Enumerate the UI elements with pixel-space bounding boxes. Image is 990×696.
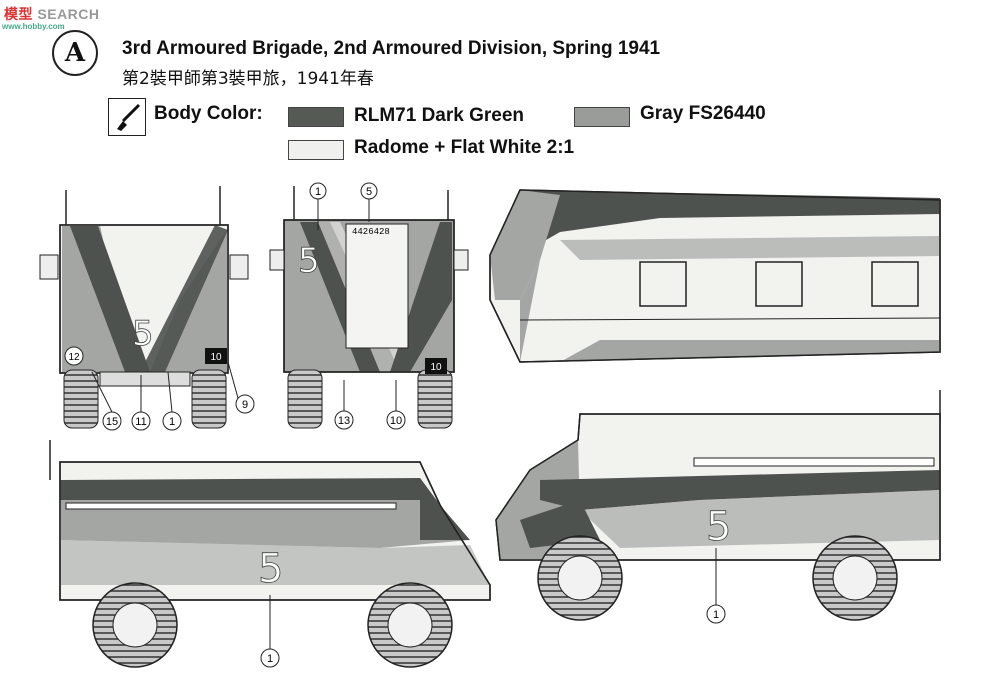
callout-1d: 1 [706, 548, 726, 624]
plate-rear: 10 [430, 362, 442, 373]
front-view: 5 12 10 [39, 186, 249, 429]
callout-10: 10 [386, 380, 406, 430]
swatch-gray [574, 107, 630, 127]
rear-view: 5 4426428 10 [269, 186, 469, 429]
svg-text:1: 1 [315, 186, 321, 198]
watermark-url: www.hobby.com [2, 22, 65, 31]
legend-label-gray: Gray FS26440 [640, 103, 766, 124]
svg-text:13: 13 [338, 415, 350, 427]
legend-label-white: Radome + Flat White 2:1 [354, 137, 575, 158]
callout-9: 9 [227, 361, 255, 414]
legend-heading: Body Color: [154, 103, 263, 124]
vehicle-number-left: 5 [258, 546, 283, 592]
callout-11: 11 [131, 375, 151, 431]
swatch-dark-green [288, 107, 344, 127]
top-view [489, 189, 941, 363]
svg-text:1: 1 [267, 653, 273, 665]
svg-text:10: 10 [390, 415, 402, 427]
svg-text:5: 5 [366, 186, 372, 198]
svg-text:1: 1 [169, 416, 175, 428]
callout-5: 5 [360, 182, 378, 222]
swatch-white [288, 140, 344, 160]
plate-front-left: 12 [68, 352, 80, 363]
callouts: 1 5 15 11 1 9 13 10 1 1 [91, 182, 726, 668]
watermark-logo: 模型 SEARCH [4, 6, 100, 22]
scheme-subtitle: 第2裝甲師第3裝甲旅，1941年春 [122, 69, 374, 89]
callout-15: 15 [91, 371, 122, 431]
plate-front-right: 10 [210, 352, 222, 363]
callout-1a: 1 [309, 182, 327, 230]
svg-text:11: 11 [135, 416, 146, 428]
left-side-view: 5 [49, 440, 491, 668]
svg-text:15: 15 [106, 416, 118, 428]
callout-1c: 1 [260, 595, 280, 668]
paintbrush-icon [108, 98, 146, 136]
serial-number: 4426428 [352, 227, 390, 237]
vehicle-number-rear: 5 [298, 241, 320, 281]
callout-1b: 1 [162, 371, 182, 431]
scheme-title: 3rd Armoured Brigade, 2nd Armoured Divis… [122, 38, 661, 59]
svg-text:1: 1 [713, 609, 719, 621]
right-side-view: 5 [495, 390, 941, 621]
callout-13: 13 [334, 380, 354, 430]
vehicle-number-right: 5 [706, 504, 731, 550]
legend-label-dark-green: RLM71 Dark Green [354, 105, 525, 126]
svg-text:9: 9 [242, 399, 248, 411]
vehicle-number-front: 5 [132, 314, 154, 354]
scheme-badge: A [52, 30, 98, 76]
